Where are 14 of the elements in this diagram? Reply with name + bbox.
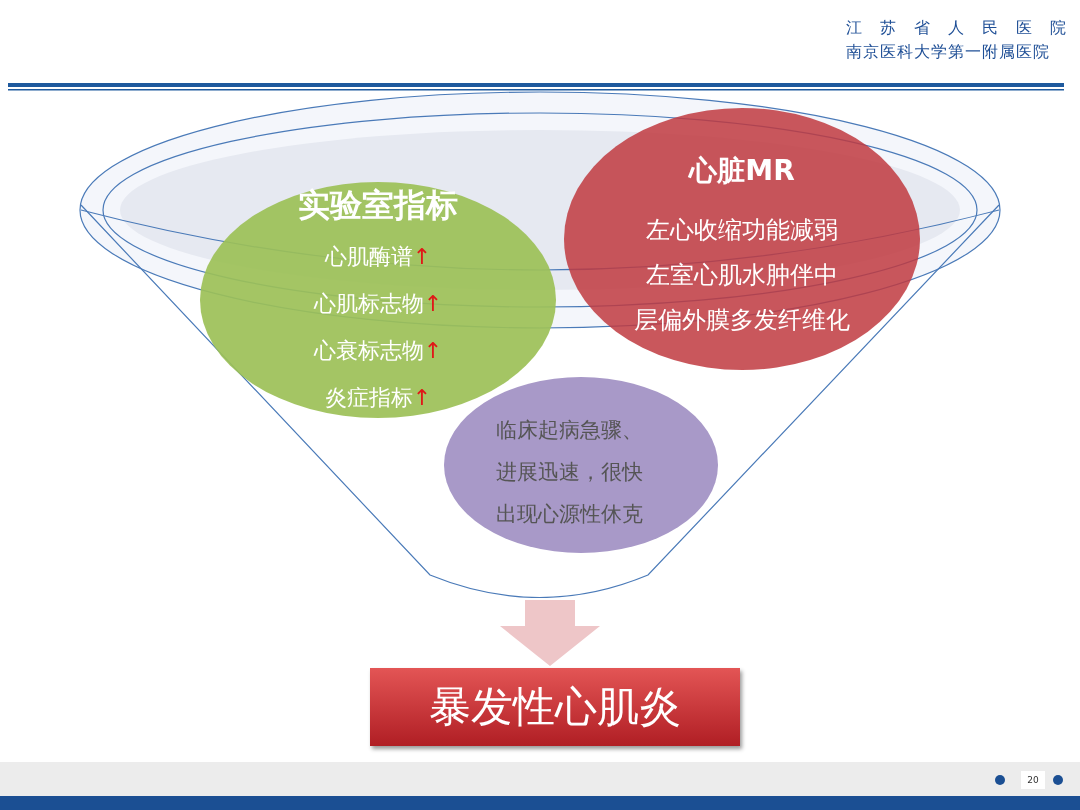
heading: 心脏MR [687,153,796,189]
paragraph: 临床起病急骤、进展迅速，很快出现心源性休克 [496,417,644,528]
paragraph: 左心收缩功能减弱 [645,215,839,246]
list-item: 心衰标志物↑ [312,337,444,365]
result-box: 暴发性心肌炎 [370,668,740,746]
page-number: 20 [1021,771,1045,789]
block-arrow [500,600,600,666]
heading: 实验室指标 [297,185,459,226]
list-item: 炎症指标↑ [323,384,433,412]
list-item: 心肌标志物↑ [312,290,444,318]
list-item: 心肌酶谱↑ [323,243,433,271]
header-text: 南京医科大学第一附属医院 [846,42,1050,63]
header-text: 江苏省人民医院 [846,18,1080,39]
paragraph: 左室心肌水肿伴中层偏外膜多发纤维化 [633,260,851,336]
